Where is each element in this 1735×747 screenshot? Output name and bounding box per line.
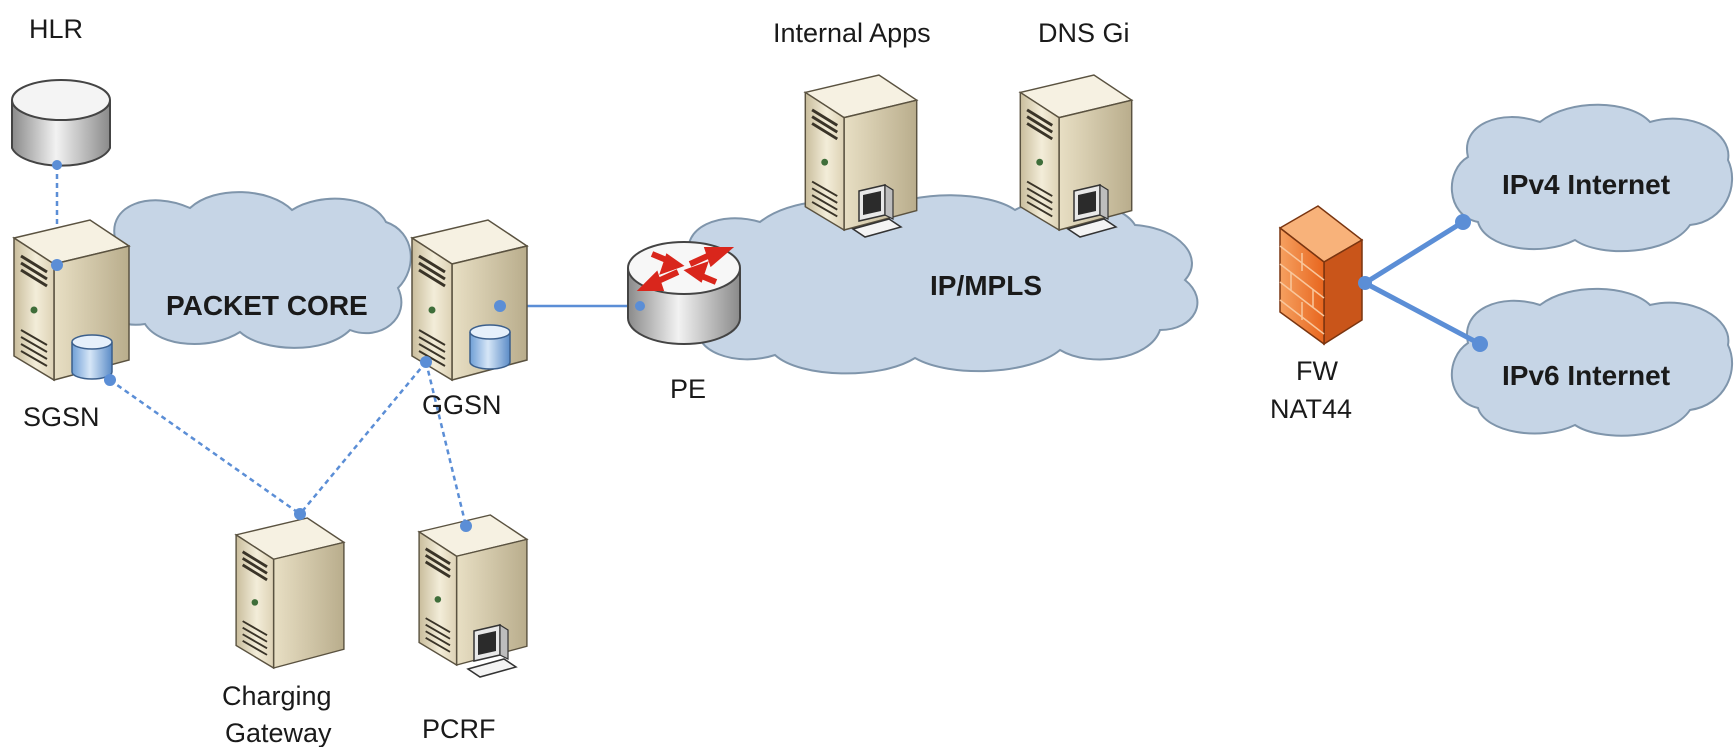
internal-apps-label: Internal Apps [773,18,931,48]
firewall-node: FW NAT44 [1270,205,1372,424]
internal-apps-node: Internal Apps [773,18,931,238]
database-cylinder-icon [469,324,511,370]
sgsn-label: SGSN [23,402,100,432]
ipv6-internet-cloud [1450,287,1733,437]
link-fw-ipv4 [1363,219,1465,286]
link-fw-ipv6 [1363,280,1482,347]
ggsn-label: GGSN [422,390,502,420]
charging-gateway-label-line1: Charging [222,681,332,711]
dns-gi-node: DNS Gi [1018,18,1134,238]
dns-gi-label: DNS Gi [1038,18,1130,48]
charging-gateway-node: Charging Gateway [222,516,346,747]
database-cylinder-icon [71,334,113,380]
sgsn-node: SGSN [12,218,131,432]
ipv6-internet-label: IPv6 Internet [1502,360,1670,391]
server-tower-icon [417,513,529,667]
pcrf-label: PCRF [422,714,496,744]
link-ggsn-pcrf [424,361,468,527]
pe-label: PE [670,374,706,404]
pe-router-node: PE [627,241,741,404]
charging-gateway-label-line2: Gateway [225,718,332,747]
ip-mpls-label: IP/MPLS [930,270,1042,301]
hlr-node: HLR [11,14,111,167]
ggsn-node: GGSN [410,218,529,420]
ipv4-internet-cloud [1450,103,1733,253]
pcrf-node: PCRF [417,513,529,744]
database-cylinder-icon [11,79,111,167]
ipv4-internet-label: IPv4 Internet [1502,169,1670,200]
fw-label-line2: NAT44 [1270,394,1352,424]
link-endpoints [51,160,1488,532]
server-tower-icon [234,516,346,670]
brick-firewall-icon [1278,205,1372,346]
hlr-label: HLR [29,14,83,44]
link-sgsn-charging [109,378,301,516]
packet-core-label: PACKET CORE [166,290,368,321]
link-ggsn-charging [299,361,427,515]
links [55,165,1482,527]
router-icon [627,241,741,345]
fw-label-line1: FW [1296,356,1338,386]
packet-core-cloud [100,191,412,349]
